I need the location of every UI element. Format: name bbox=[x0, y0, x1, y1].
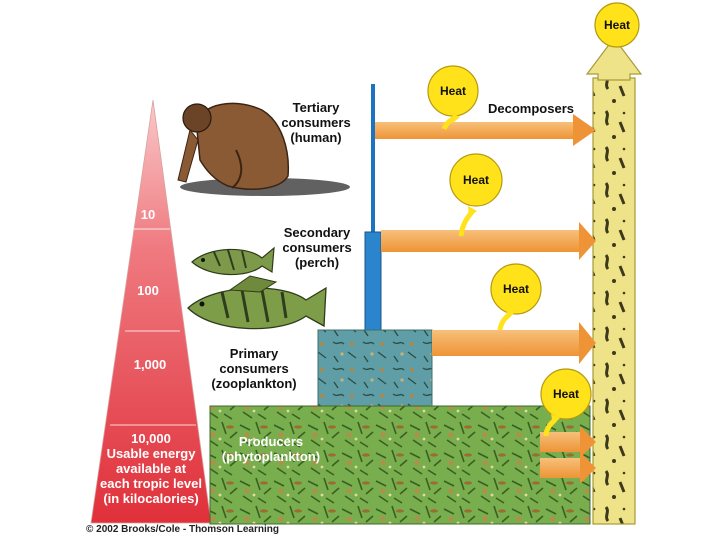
copyright-notice: © 2002 Brooks/Cole - Thomson Learning bbox=[86, 524, 279, 535]
phytoplankton-panel bbox=[209, 405, 591, 525]
heat-label-secondary: Heat bbox=[462, 173, 489, 187]
heat-circle-3 bbox=[490, 263, 542, 315]
primary-consumers-label: Primary consumers (zooplankton) bbox=[211, 346, 297, 391]
human-illustration bbox=[177, 102, 350, 196]
heat-circle-top bbox=[594, 2, 640, 48]
energy-bar bbox=[364, 231, 382, 333]
heat-circle-4 bbox=[540, 368, 592, 420]
producers-label: Producers (phytoplankton) bbox=[221, 434, 321, 464]
pyramid-level-10000: 10,000 Usable energy available at each t… bbox=[100, 431, 202, 506]
heat-label-producers: Heat bbox=[552, 387, 579, 401]
arrow-primary bbox=[432, 322, 596, 364]
arrow-tertiary bbox=[375, 114, 596, 146]
heat-label-primary: Heat bbox=[502, 282, 529, 296]
decomposer-column bbox=[585, 37, 643, 525]
arrow-producers-lower bbox=[540, 452, 596, 484]
decomposers-label: Decomposers bbox=[488, 101, 574, 116]
arrow-producers-upper bbox=[540, 426, 596, 458]
perch-small bbox=[191, 246, 275, 276]
secondary-consumers-label: Secondary consumers (perch) bbox=[282, 225, 352, 270]
perch-illustration bbox=[187, 246, 327, 330]
heat-losses bbox=[427, 2, 640, 437]
perch-large bbox=[187, 275, 327, 330]
energy-flow-arrows bbox=[375, 114, 596, 484]
arrow-secondary bbox=[381, 222, 596, 260]
pyramid-level-1000: 1,000 bbox=[133, 357, 167, 372]
energy-pyramid bbox=[90, 99, 212, 524]
heat-circle-2 bbox=[449, 153, 503, 207]
heat-label-tertiary: Heat bbox=[439, 84, 466, 98]
zooplankton-panel bbox=[317, 329, 433, 407]
tertiary-consumers-label: Tertiary consumers (human) bbox=[281, 100, 351, 145]
pyramid-level-10: 10 bbox=[140, 207, 156, 222]
pyramid-level-100: 100 bbox=[137, 283, 159, 298]
heat-label-top: Heat bbox=[603, 18, 630, 32]
